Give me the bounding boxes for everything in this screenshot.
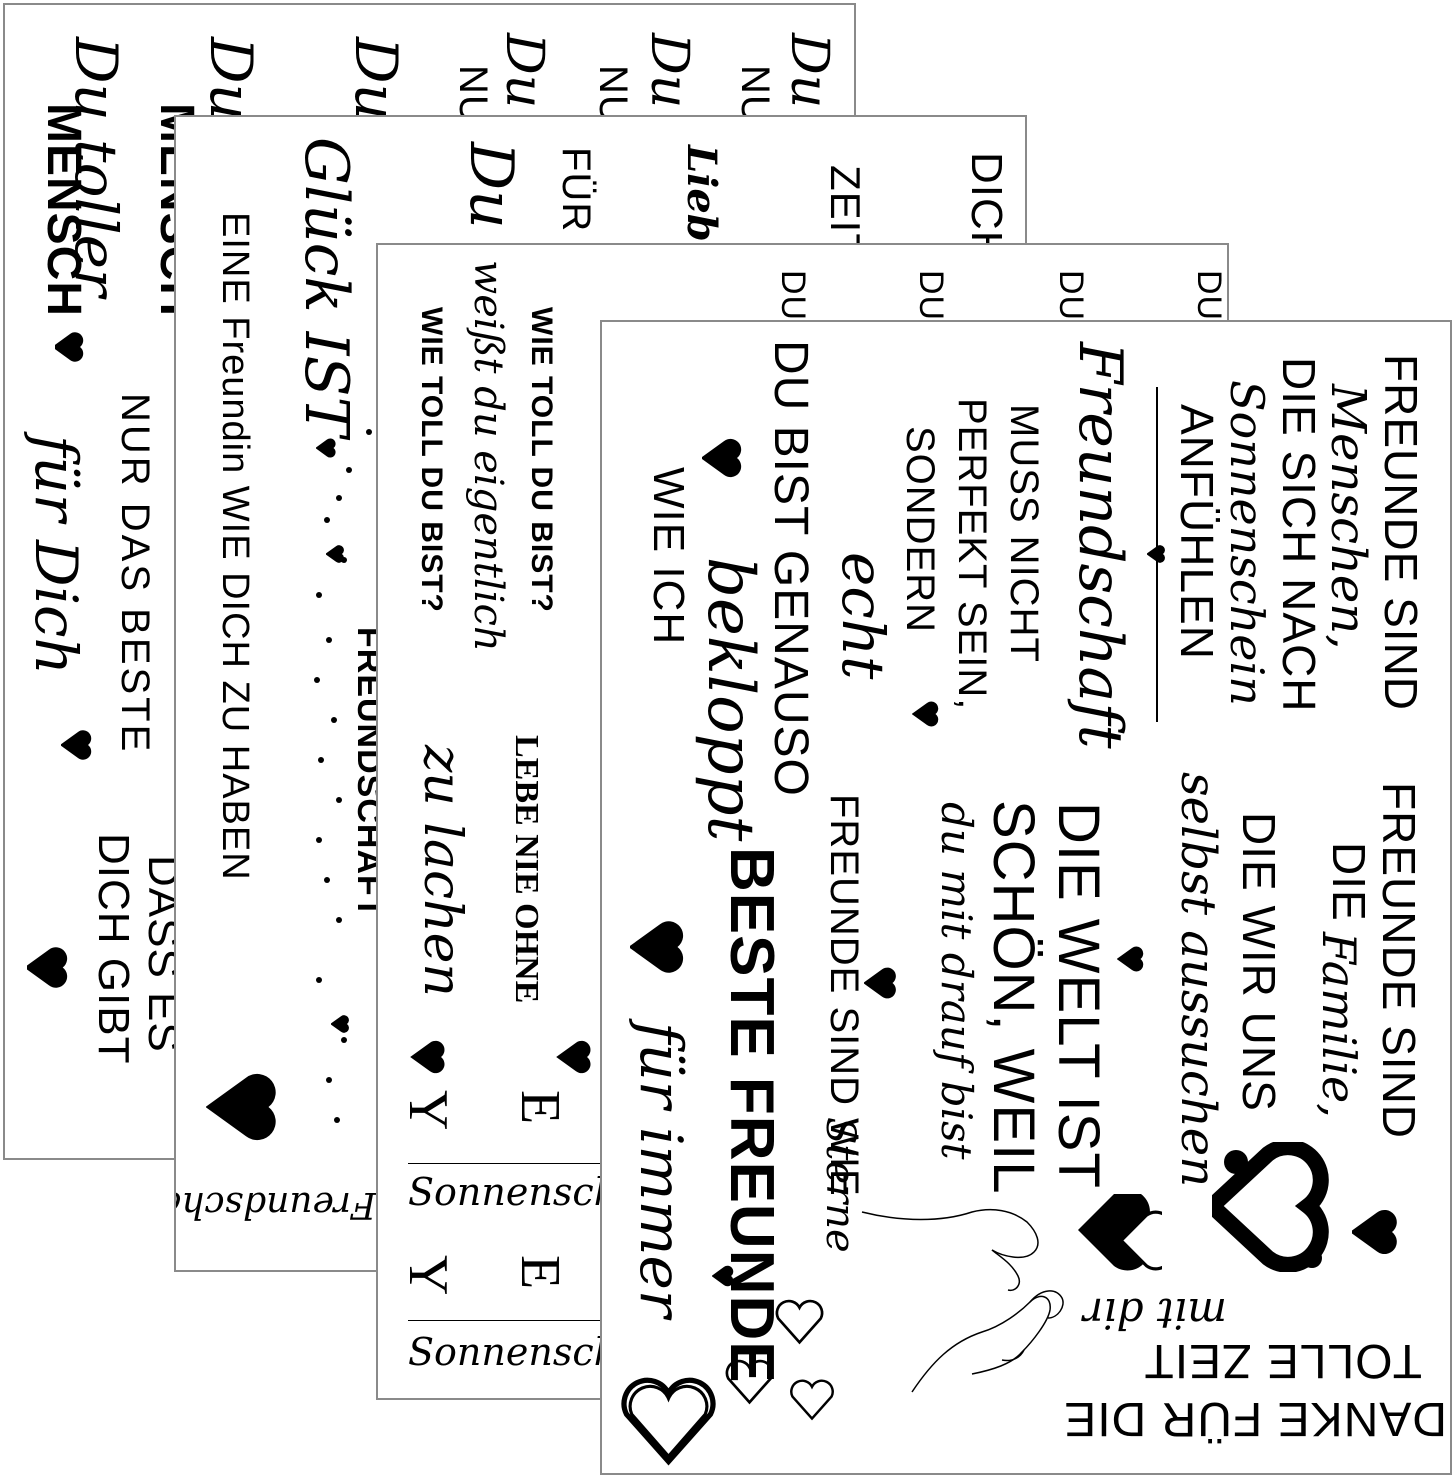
dich-gibt-text: DICH GIBT bbox=[89, 833, 138, 1065]
dot-decoration bbox=[331, 717, 337, 723]
sticker-sheet-4: FREUNDE SIND Menschen, DIE SICH NACH Son… bbox=[600, 320, 1452, 1475]
freunde-sind-die-text: FREUNDE SIND bbox=[1373, 782, 1425, 1140]
wie-toll-text-2: WIE TOLL DU BIST? bbox=[525, 307, 558, 613]
anfuehlen-text: ANFÜHLEN bbox=[1171, 404, 1223, 660]
du-text-2: DU bbox=[1052, 270, 1090, 322]
freundschaft-script-text: Freundschaft bbox=[176, 1184, 376, 1225]
dot-decoration bbox=[316, 837, 322, 843]
dot-decoration bbox=[341, 1037, 347, 1043]
pinky-promise-hands-icon bbox=[861, 1209, 1064, 1393]
dot-decoration bbox=[366, 429, 372, 435]
heart-icon bbox=[864, 967, 896, 999]
heart-icon bbox=[712, 1265, 734, 1287]
muss-nicht-text: MUSS NICHT bbox=[1002, 404, 1046, 663]
sonnenschein-text-1: Sonnensch bbox=[408, 1170, 619, 1214]
heart-icon bbox=[410, 1040, 445, 1074]
heart-icon bbox=[326, 545, 344, 563]
wie-ich-text: WIE ICH bbox=[644, 467, 693, 646]
zu-lachen-text: zu lachen bbox=[412, 745, 472, 997]
selbst-aussuchen-text: selbst aussuchen bbox=[1170, 772, 1226, 1188]
du-text-4: DU bbox=[774, 270, 812, 322]
heart-icon bbox=[912, 701, 939, 727]
heart-icon bbox=[556, 1040, 591, 1074]
dot-decoration bbox=[336, 495, 342, 501]
nur-das-beste-text: NUR DAS BESTE bbox=[113, 393, 157, 755]
du-script-text-2: Du bbox=[639, 33, 699, 109]
dot-decoration bbox=[324, 517, 330, 523]
heart-icon bbox=[1117, 946, 1144, 972]
die-sich-nach-text: DIE SICH NACH bbox=[1273, 357, 1325, 713]
dot-decoration bbox=[346, 467, 352, 473]
du-text-3: DU bbox=[912, 270, 950, 322]
outline-heart-icon bbox=[725, 1359, 774, 1405]
fuer-dich-text: für Dich bbox=[22, 435, 90, 675]
du-partial-text-2: Du bbox=[342, 37, 410, 121]
outline-heart-icon bbox=[775, 1299, 824, 1345]
heart-icon bbox=[206, 1073, 276, 1141]
dot-decoration bbox=[341, 557, 347, 563]
heart-icon bbox=[55, 332, 84, 362]
letter-y-1: Y bbox=[397, 1090, 459, 1131]
dot-decoration bbox=[326, 637, 332, 643]
lebe-nie-ohne-text: LEBE NIE OHNE bbox=[508, 735, 545, 1004]
heart-icon bbox=[702, 438, 742, 478]
heart-icon bbox=[331, 1015, 349, 1033]
dot-decoration bbox=[314, 677, 320, 683]
swirl-heart-icon bbox=[1212, 1142, 1329, 1272]
dot-decoration bbox=[316, 977, 322, 983]
die-welt-ist-text: DIE WELT IST bbox=[1046, 802, 1111, 1189]
scribble-heart-icon bbox=[621, 1377, 716, 1466]
mensch-text: MENSCH bbox=[37, 103, 90, 318]
heart-icon bbox=[61, 730, 92, 760]
dot-decoration bbox=[324, 877, 330, 883]
glueck-ist-text: Glück IST bbox=[291, 137, 361, 437]
fuer-text: FÜR bbox=[554, 147, 598, 233]
menschen-text: Menschen, bbox=[1320, 384, 1376, 650]
bekloppt-text: bekloppt bbox=[693, 557, 767, 842]
outline-heart-icon bbox=[790, 1379, 834, 1421]
du-script-text-3: Du bbox=[779, 33, 839, 109]
letter-e-1: E bbox=[509, 1090, 571, 1125]
die-wir-uns-text: DIE WIR UNS bbox=[1233, 812, 1285, 1112]
perfekt-sein-text: PERFEKT SEIN, bbox=[950, 398, 994, 711]
du-script-text: Du bbox=[494, 33, 554, 109]
danke-fuer-die-text: DANKE FÜR DIE bbox=[1063, 1392, 1447, 1445]
freunde-sind-text: FREUNDE SIND bbox=[1375, 354, 1427, 712]
letter-e-2: E bbox=[509, 1255, 571, 1290]
schoen-weil-text: SCHÖN, WEIL bbox=[981, 800, 1046, 1195]
du-mit-drauf-bist-text: du mit drauf bist bbox=[932, 802, 981, 1160]
heart-icon bbox=[316, 438, 336, 458]
eine-freundin-text: EINE Freundin WIE DICH ZU HABEN bbox=[214, 212, 256, 881]
divider-line bbox=[408, 1163, 608, 1164]
dot-decoration bbox=[316, 592, 322, 598]
freundschaft-script-text: Freundschaft bbox=[1065, 342, 1135, 749]
du-bist-genauso-text: DU BIST GENAUSO bbox=[764, 340, 817, 797]
fuer-immer-text: für immer bbox=[627, 1022, 695, 1318]
double-heart-icon bbox=[1078, 1194, 1162, 1271]
du-text: Du bbox=[456, 142, 526, 229]
tolle-zeit-text: TOLLE ZEIT bbox=[1143, 1334, 1422, 1387]
sonnenschein-text: Sonnenschein bbox=[1220, 380, 1274, 706]
dot-decoration bbox=[318, 757, 324, 763]
dot-decoration bbox=[326, 1077, 332, 1083]
wie-toll-text-1: WIE TOLL DU BIST? bbox=[415, 307, 448, 613]
divider-line bbox=[408, 1320, 608, 1321]
letter-y-2: Y bbox=[397, 1255, 459, 1296]
heart-icon bbox=[1147, 545, 1165, 563]
du-text-1: DU bbox=[1190, 270, 1228, 322]
dot-decoration bbox=[334, 1117, 340, 1123]
du-partial-text: Du bbox=[197, 37, 265, 121]
sonnenschein-text-2: Sonnensch bbox=[408, 1330, 619, 1374]
dot-decoration bbox=[336, 797, 342, 803]
familie-text: Familie, bbox=[1312, 932, 1366, 1118]
sondern-text: SONDERN bbox=[898, 426, 942, 634]
dot-decoration bbox=[336, 917, 342, 923]
heart-icon bbox=[27, 947, 68, 988]
heart-icon bbox=[630, 921, 684, 973]
mit-dir-text: mit dir bbox=[1083, 1289, 1227, 1338]
die-text: DIE bbox=[1323, 842, 1375, 922]
weisst-du-text: weißt du eigentlich bbox=[465, 260, 511, 652]
echt-text: echt bbox=[829, 552, 897, 680]
heart-icon bbox=[1352, 1209, 1397, 1255]
